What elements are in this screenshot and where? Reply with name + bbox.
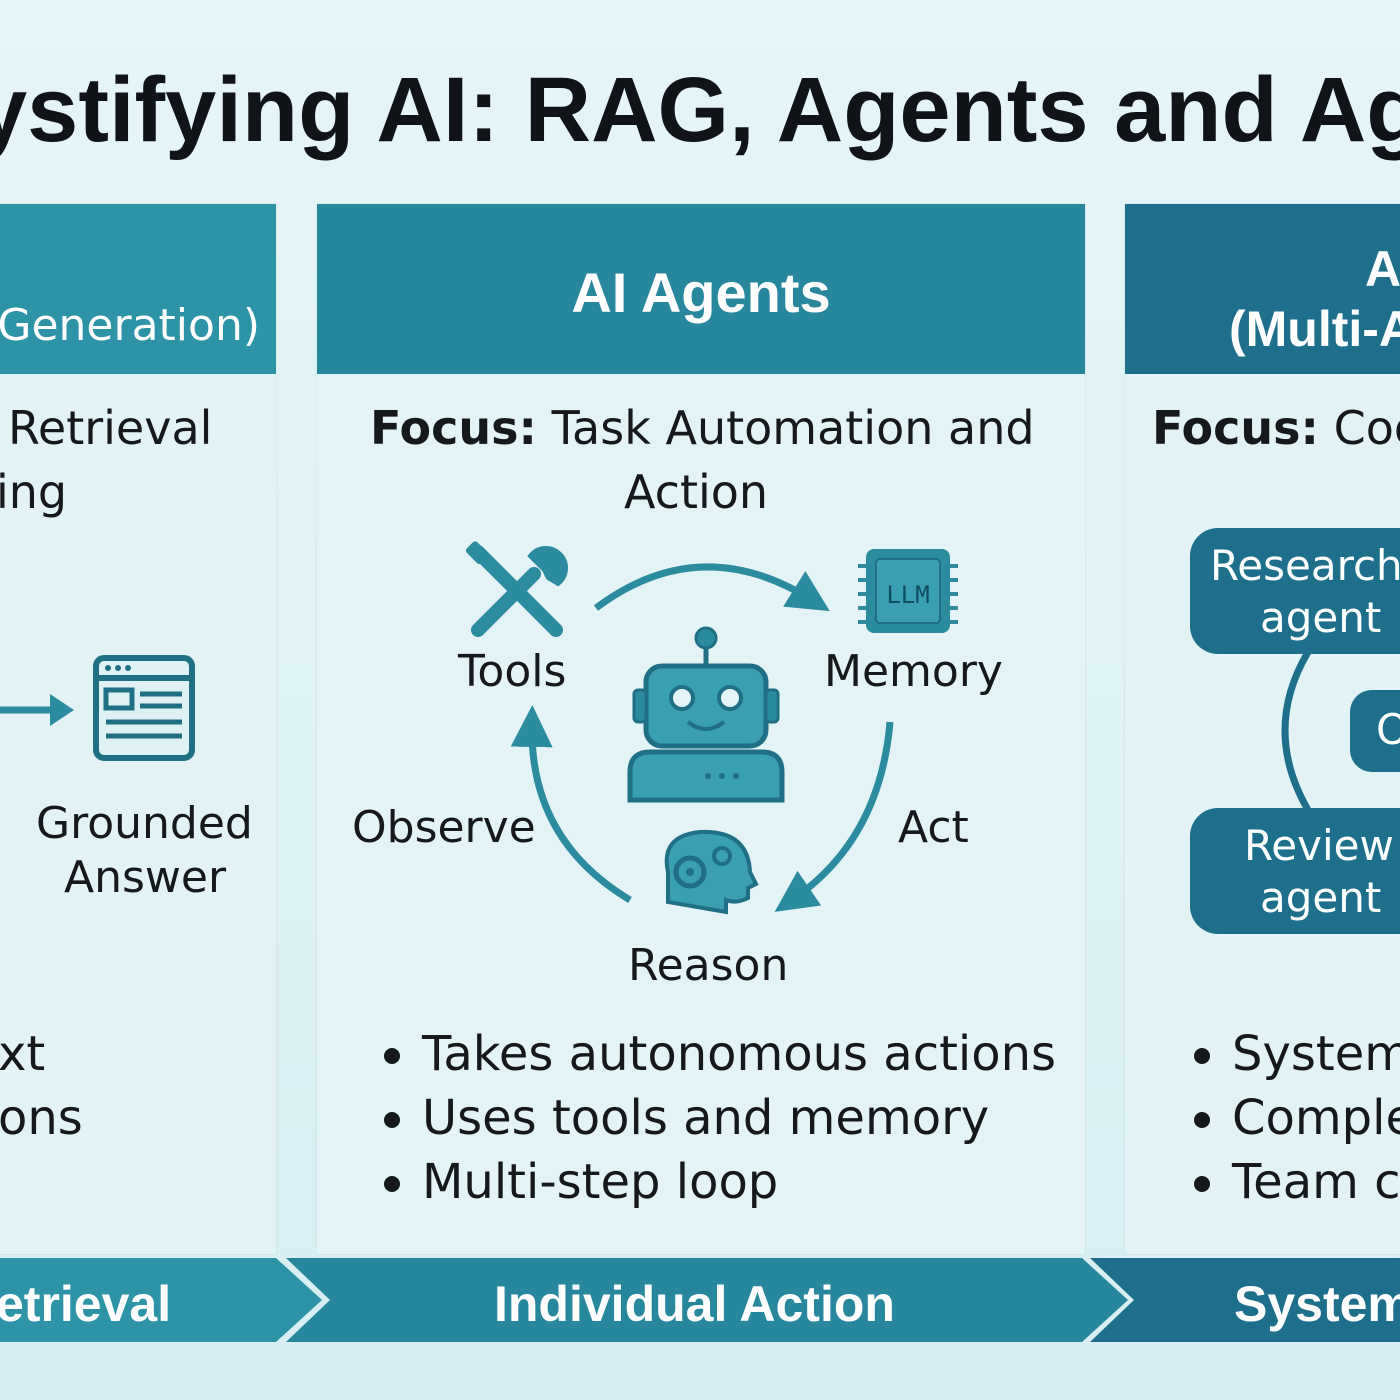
memory-label: Memory: [824, 646, 1003, 697]
agents-header-title: AI Agents: [571, 261, 831, 324]
chevron-system: [1090, 1258, 1400, 1342]
chevron-system-label: System: [1234, 1276, 1400, 1332]
memory-to-reason-arrow: [774, 721, 894, 912]
act-label: Act: [898, 802, 969, 853]
tools-label: Tools: [458, 646, 567, 697]
orchestrator-label: O: [1376, 705, 1400, 754]
rag-bullet-1: xt: [0, 1026, 46, 1082]
agents-focus-line-1: Focus: Task Automation and: [370, 396, 1035, 460]
llm-chip-icon: LLM: [858, 549, 958, 633]
agents-focus-line-2: Action: [624, 465, 769, 519]
research-agent-box: Research agent: [1190, 528, 1400, 654]
agents-column-header: AI Agents: [317, 204, 1085, 374]
rag-header-text: Generation): [0, 300, 260, 351]
agentic-bullet-2: Comple: [1190, 1086, 1400, 1150]
agentic-focus-text: Coo: [1333, 401, 1400, 455]
rag-focus-line-1: Retrieval: [8, 401, 213, 455]
grounded-answer-label-2: Answer: [64, 852, 227, 903]
agentic-header-line-2: (Multi-A: [1229, 301, 1400, 357]
research-agent-label-2: agent: [1260, 593, 1382, 642]
tools-icon: [466, 541, 568, 637]
agentic-connector-graphic: [1281, 650, 1312, 812]
agentic-bullet-1: System: [1190, 1022, 1400, 1086]
agents-bullet-3: Multi-step loop: [380, 1150, 1056, 1214]
agentic-column-header: A (Multi-A: [1125, 204, 1400, 374]
agentic-header-line-1: A: [1365, 241, 1400, 297]
rag-focus-line-2: ing: [0, 465, 68, 519]
agents-focus-text: Task Automation and: [536, 401, 1035, 455]
llm-chip-label: LLM: [886, 581, 929, 609]
document-icon: [93, 655, 195, 761]
chevron-individual-action: [286, 1258, 1128, 1342]
reason-head-icon: [664, 829, 759, 915]
review-agent-label-2: agent: [1260, 873, 1382, 922]
reason-to-tools-arrow: [510, 705, 632, 904]
agent-connector-arc: [1281, 650, 1312, 812]
chevron-retrieval: [0, 1258, 322, 1342]
agents-bullet-list: Takes autonomous actions Uses tools and …: [380, 1022, 1056, 1214]
chevron-retrieval-label: etrieval: [0, 1276, 172, 1332]
page-title-text: ystifying AI: RAG, Agents and Agen: [0, 59, 1400, 161]
orchestrator-box: O: [1350, 690, 1400, 772]
observe-label: Observe: [352, 802, 536, 853]
agents-bullet-1: Takes autonomous actions: [380, 1022, 1056, 1086]
grounded-answer-label-1: Grounded: [36, 798, 253, 849]
robot-icon: [627, 626, 785, 803]
agentic-focus-key: Focus:: [1152, 401, 1319, 455]
agentic-bullet-list: System Comple Team c: [1190, 1022, 1400, 1214]
arrow-icon: [0, 694, 74, 726]
reason-label: Reason: [628, 940, 789, 991]
chevron-individual-action-label: Individual Action: [494, 1276, 895, 1332]
agentic-bullet-3: Team c: [1190, 1150, 1400, 1214]
rag-column-header: Generation): [0, 204, 276, 374]
agents-bullet-2: Uses tools and memory: [380, 1086, 1056, 1150]
page-title: ystifying AI: RAG, Agents and Agen: [0, 50, 1400, 170]
agents-focus-key: Focus:: [370, 401, 537, 455]
review-agent-label-1: Review: [1244, 821, 1394, 870]
rag-column: Generation): [0, 204, 276, 1254]
agent-loop-diagram: LLM: [466, 541, 958, 915]
review-agent-box: Review agent: [1190, 808, 1400, 934]
tools-to-memory-arrow: [593, 563, 830, 612]
rag-flow-graphic: [0, 655, 195, 761]
research-agent-label-1: Research: [1210, 541, 1400, 590]
agentic-focus-line: Focus: Coo: [1152, 396, 1400, 460]
rag-bullet-2: ons: [0, 1090, 83, 1146]
